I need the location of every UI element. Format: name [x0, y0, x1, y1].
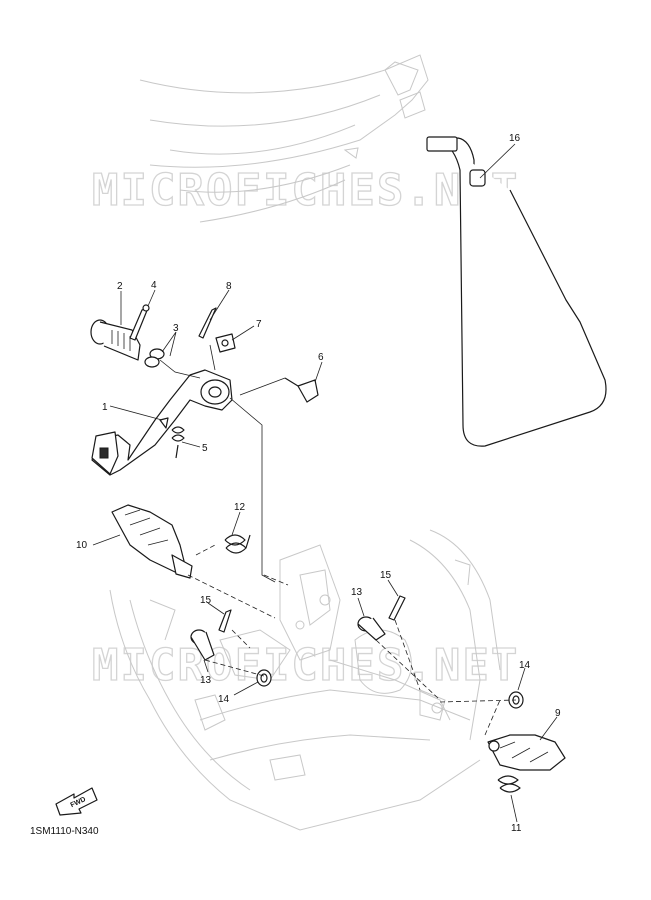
callout-13-right: 13	[351, 587, 363, 598]
callout-10: 10	[76, 540, 88, 551]
part-16-side-stand	[426, 136, 607, 447]
callout-14-right: 14	[519, 660, 531, 671]
watermark-bottom: MICROFICHES.NET	[92, 640, 519, 691]
callout-6: 6	[318, 352, 324, 363]
diagram-code: 1SM1110-N340	[30, 826, 99, 837]
callout-15-left: 15	[200, 595, 212, 606]
watermark-top: MICROFICHES.NET	[92, 165, 519, 216]
part-9-footrest-right	[487, 734, 566, 771]
part-5-return-spring	[171, 426, 185, 459]
callout-8: 8	[226, 281, 232, 292]
callout-14-left: 14	[218, 694, 230, 705]
part-13-collar-right	[357, 616, 386, 641]
callout-7: 7	[256, 319, 262, 330]
callout-12: 12	[234, 502, 246, 513]
callout-2: 2	[117, 281, 123, 292]
callout-5: 5	[202, 443, 208, 454]
part-14-washer-left	[256, 669, 272, 687]
part-15-pin-left	[218, 609, 232, 633]
assembly-lines	[159, 344, 517, 736]
part-8-cotter-pin	[198, 307, 217, 339]
part-13-collar-left	[190, 629, 215, 661]
part-15-pin-right	[388, 595, 406, 621]
callout-15-right: 15	[380, 570, 392, 581]
callout-3: 3	[173, 323, 179, 334]
callout-4: 4	[151, 280, 157, 291]
callout-16: 16	[509, 133, 521, 144]
ghost-subframe	[139, 54, 429, 223]
part-1-brake-pedal	[91, 369, 233, 476]
part-3-o-rings	[144, 348, 165, 368]
ghost-frame	[109, 529, 501, 831]
callout-13-left: 13	[200, 675, 212, 686]
part-11-spring	[497, 775, 521, 793]
part-10-footrest-left	[111, 504, 193, 579]
part-4-cotter-pin	[129, 304, 150, 341]
part-7-washer	[215, 333, 236, 353]
fwd-arrow-icon: FWD	[55, 787, 98, 816]
callout-1: 1	[102, 402, 108, 413]
part-12-spring	[224, 534, 251, 554]
part-6-bolt	[284, 377, 319, 403]
callout-9: 9	[555, 708, 561, 719]
part-2-pivot-bolt	[90, 319, 141, 361]
callout-11: 11	[511, 823, 522, 834]
callout-leaders	[92, 143, 558, 823]
